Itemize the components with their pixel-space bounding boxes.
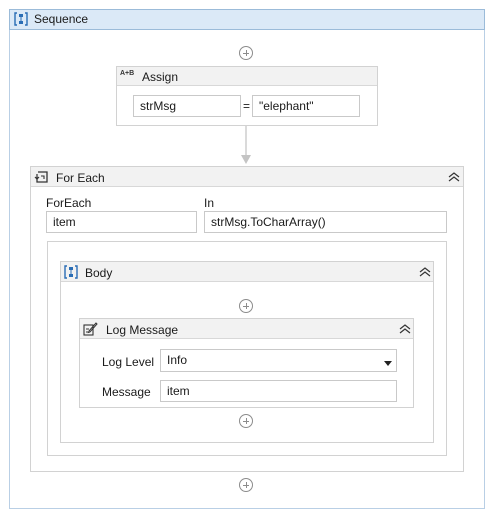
sequence-icon bbox=[13, 11, 29, 27]
foreach-label: ForEach bbox=[46, 196, 92, 210]
message-label: Message bbox=[102, 385, 151, 399]
assign-value-field[interactable]: "elephant" bbox=[252, 95, 360, 117]
add-activity-icon[interactable] bbox=[239, 414, 253, 428]
sequence-header[interactable] bbox=[9, 9, 485, 30]
in-label: In bbox=[204, 196, 215, 210]
assign-icon: A+B bbox=[120, 70, 135, 77]
add-activity-icon[interactable] bbox=[239, 478, 253, 492]
add-activity-icon[interactable] bbox=[239, 46, 253, 60]
assign-title: Assign bbox=[142, 70, 179, 84]
assign-equals: = bbox=[243, 99, 251, 113]
add-activity-icon[interactable] bbox=[239, 299, 253, 313]
assign-to-field[interactable]: strMsg bbox=[133, 95, 241, 117]
foreach-in-field[interactable]: strMsg.ToCharArray() bbox=[204, 211, 447, 233]
body-header[interactable] bbox=[61, 262, 433, 282]
log-level-select[interactable]: Info bbox=[160, 349, 397, 372]
foreach-item-field[interactable]: item bbox=[46, 211, 197, 233]
log-level-value: Info bbox=[167, 353, 188, 367]
body-sequence-icon bbox=[63, 264, 79, 280]
message-field[interactable]: item bbox=[160, 380, 397, 402]
foreach-header[interactable] bbox=[31, 167, 463, 187]
log-level-label: Log Level bbox=[102, 355, 155, 369]
log-message-title: Log Message bbox=[106, 323, 179, 337]
foreach-icon bbox=[34, 169, 50, 185]
collapse-chevron-icon[interactable] bbox=[447, 171, 461, 183]
collapse-chevron-icon[interactable] bbox=[418, 266, 432, 278]
collapse-chevron-icon[interactable] bbox=[398, 323, 412, 335]
connector-arrow bbox=[239, 126, 253, 166]
log-message-icon bbox=[82, 321, 98, 337]
sequence-title: Sequence bbox=[34, 12, 89, 26]
body-title: Body bbox=[85, 266, 113, 280]
log-message-header[interactable] bbox=[80, 319, 413, 339]
assign-header[interactable] bbox=[117, 67, 377, 86]
dropdown-arrow-icon[interactable] bbox=[383, 357, 393, 366]
foreach-title: For Each bbox=[56, 171, 105, 185]
